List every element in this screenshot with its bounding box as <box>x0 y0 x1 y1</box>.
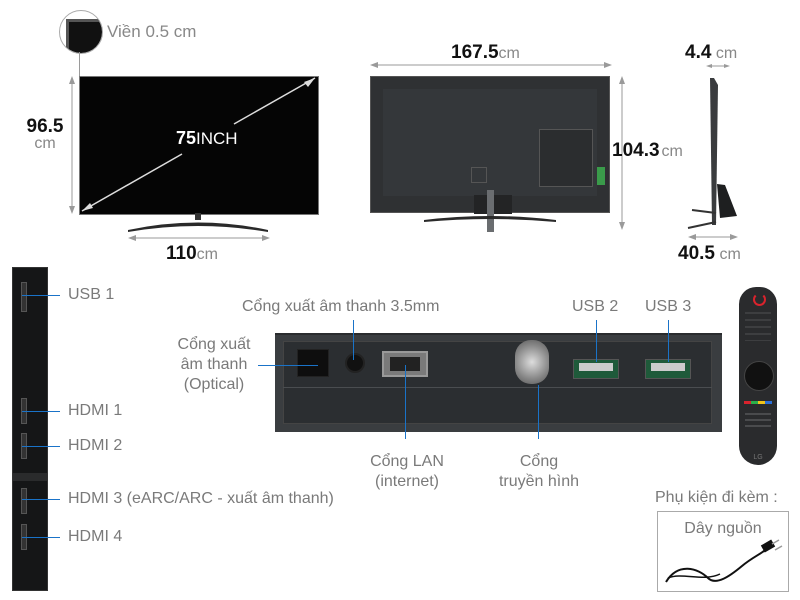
port-label-hdmi1: HDMI 1 <box>68 402 123 419</box>
port-label-hdmi3: HDMI 3 (eARC/ARC - xuất âm thanh) <box>68 490 334 507</box>
label-antenna-line2: truyền hình <box>498 473 580 490</box>
label-antenna: Cổng truyền hình <box>485 452 593 492</box>
app-buttons <box>745 409 771 427</box>
color-buttons <box>744 401 772 404</box>
label-usb3: USB 3 <box>645 298 692 315</box>
tv-back-panel <box>370 76 610 214</box>
bezel-label: Viền 0.5 cm <box>107 22 197 41</box>
side-depth-unit: cm <box>715 45 738 62</box>
callout-line <box>596 320 597 362</box>
optical-port-icon <box>297 349 329 377</box>
bezel-zoom-circle <box>59 10 103 54</box>
power-cord-box: Dây nguồn <box>657 511 789 592</box>
rear-io-panel <box>539 129 593 187</box>
callout-line <box>22 537 60 538</box>
vesa-mount <box>471 167 487 183</box>
callout-line <box>538 385 539 439</box>
label-optical-line3: (Optical) <box>183 376 245 393</box>
hdmi-port-icon <box>21 488 27 514</box>
label-usb2: USB 2 <box>572 298 619 315</box>
usb-port-icon <box>21 282 27 312</box>
rear-port-panel <box>275 333 722 432</box>
usb2-port-icon <box>573 359 619 379</box>
accessories-title: Phụ kiện đi kèm : <box>655 489 778 506</box>
stand-depth-number: 40.5 <box>678 243 715 264</box>
callout-line <box>405 365 406 439</box>
stand-width-unit: cm <box>196 246 218 263</box>
port-label-hdmi4: HDMI 4 <box>68 528 123 545</box>
antenna-port-icon <box>515 340 549 384</box>
port-label-usb1: USB 1 <box>68 286 115 303</box>
label-optical-line2: âm thanh <box>180 356 248 373</box>
callout-line <box>258 365 318 366</box>
power-button-icon <box>753 293 766 306</box>
back-width-unit: cm <box>498 45 520 62</box>
power-cord-label: Dây nguồn <box>684 520 762 537</box>
callout-line <box>22 499 60 500</box>
callout-line <box>22 295 60 296</box>
bezel-leader-line <box>79 52 80 76</box>
power-cord-icon <box>665 539 783 583</box>
label-lan-line1: Cổng LAN <box>370 453 444 470</box>
diagonal-unit: INCH <box>196 129 238 148</box>
lg-logo: LG <box>753 454 763 461</box>
label-antenna-line1: Cổng <box>519 453 559 470</box>
label-lan-line2: (internet) <box>374 473 440 490</box>
lan-port-icon <box>382 351 428 377</box>
front-height-label: 96.5 cm <box>20 116 70 152</box>
label-optical-line1: Cổng xuất <box>177 336 251 353</box>
front-height-number: 96.5 <box>26 116 64 137</box>
callout-line <box>22 411 60 412</box>
label-optical: Cổng xuất âm thanh (Optical) <box>164 335 264 395</box>
audio-jack-icon <box>345 353 365 373</box>
side-depth-number: 4.4 <box>685 42 712 63</box>
callout-line <box>668 320 669 362</box>
diagonal-size-label: 75INCH <box>176 128 238 149</box>
label-lan: Cổng LAN (internet) <box>357 452 457 492</box>
number-keypad <box>745 307 771 341</box>
label-audio-35mm: Cổng xuất âm thanh 3.5mm <box>242 298 440 315</box>
stand-width-number: 110 <box>166 243 197 264</box>
stand-width-label: 110cm <box>166 243 218 265</box>
side-depth-label: 4.4 cm <box>685 42 737 64</box>
remote-control: LG <box>739 287 777 465</box>
front-height-unit: cm <box>34 135 56 152</box>
stand-depth-unit: cm <box>719 246 741 263</box>
side-port-panel <box>12 267 48 591</box>
back-height-unit: cm <box>661 143 683 160</box>
stand-depth-label: 40.5 cm <box>678 243 741 265</box>
back-width-number: 167.5 <box>451 42 499 63</box>
usb3-port-icon <box>645 359 691 379</box>
back-width-label: 167.5cm <box>451 42 520 64</box>
stand-mount <box>474 195 512 214</box>
energy-label <box>597 167 605 185</box>
callout-line <box>22 446 60 447</box>
diagonal-number: 75 <box>176 128 197 148</box>
back-height-number: 104.3 <box>612 140 660 161</box>
navigation-wheel-icon <box>744 361 774 391</box>
callout-line <box>353 320 354 360</box>
port-label-hdmi2: HDMI 2 <box>68 437 123 454</box>
